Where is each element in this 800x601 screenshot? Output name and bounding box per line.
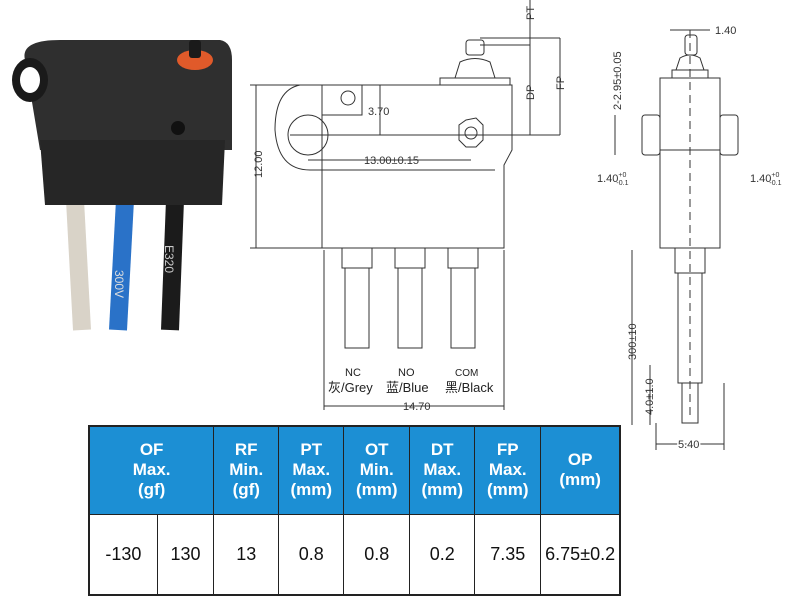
terminal-com-color: 黑/Black <box>445 380 494 395</box>
terminal-com-code: COM <box>455 368 478 379</box>
dim-dp: DP <box>525 85 537 100</box>
value-op: 6.75±0.2 <box>540 513 621 596</box>
terminal-nc-code: NC <box>345 367 361 379</box>
value-fp: 7.35 <box>474 513 542 596</box>
dim-fp: FP <box>555 76 567 90</box>
value-of-max: 130 <box>156 513 215 596</box>
product-photo: 300V E320 <box>12 40 233 331</box>
dim-14-70: 14.70 <box>403 401 431 413</box>
dim-1-40-top: 1.40 <box>715 25 736 37</box>
dim-12-00: 12.00 <box>253 150 265 178</box>
terminal-no-code: NO <box>398 367 415 379</box>
dim-1-40-right: 1.40+0-0.1 <box>750 172 782 187</box>
value-ot: 0.8 <box>343 513 411 596</box>
dim-pt: PT <box>525 6 537 20</box>
value-dt: 0.2 <box>409 513 476 596</box>
value-pt: 0.8 <box>278 513 345 596</box>
terminal-nc-color: 灰/Grey <box>328 380 373 395</box>
header-op: OP(mm) <box>540 425 621 515</box>
wire-label-e320: E320 <box>162 245 176 273</box>
dim-2-95: 2-2.95±0.05 <box>612 51 624 110</box>
dim-1-40-left: 1.40+0-0.1 <box>597 172 629 187</box>
wire-label-300v: 300V <box>112 270 126 298</box>
dim-5-40: 5.40 <box>678 439 699 451</box>
dim-4-0: 4.0±1.0 <box>644 378 656 415</box>
spec-value-row: -130 130 13 0.8 0.8 0.2 7.35 6.75±0.2 <box>88 513 621 596</box>
value-of-min: -130 <box>88 513 158 596</box>
value-rf: 13 <box>213 513 280 596</box>
dim-300: 300±10 <box>627 323 639 360</box>
dim-3-70: 3.70 <box>368 106 389 118</box>
terminal-no-color: 蓝/Blue <box>386 380 429 395</box>
dim-13-00: 13.00±0.15 <box>364 155 419 167</box>
